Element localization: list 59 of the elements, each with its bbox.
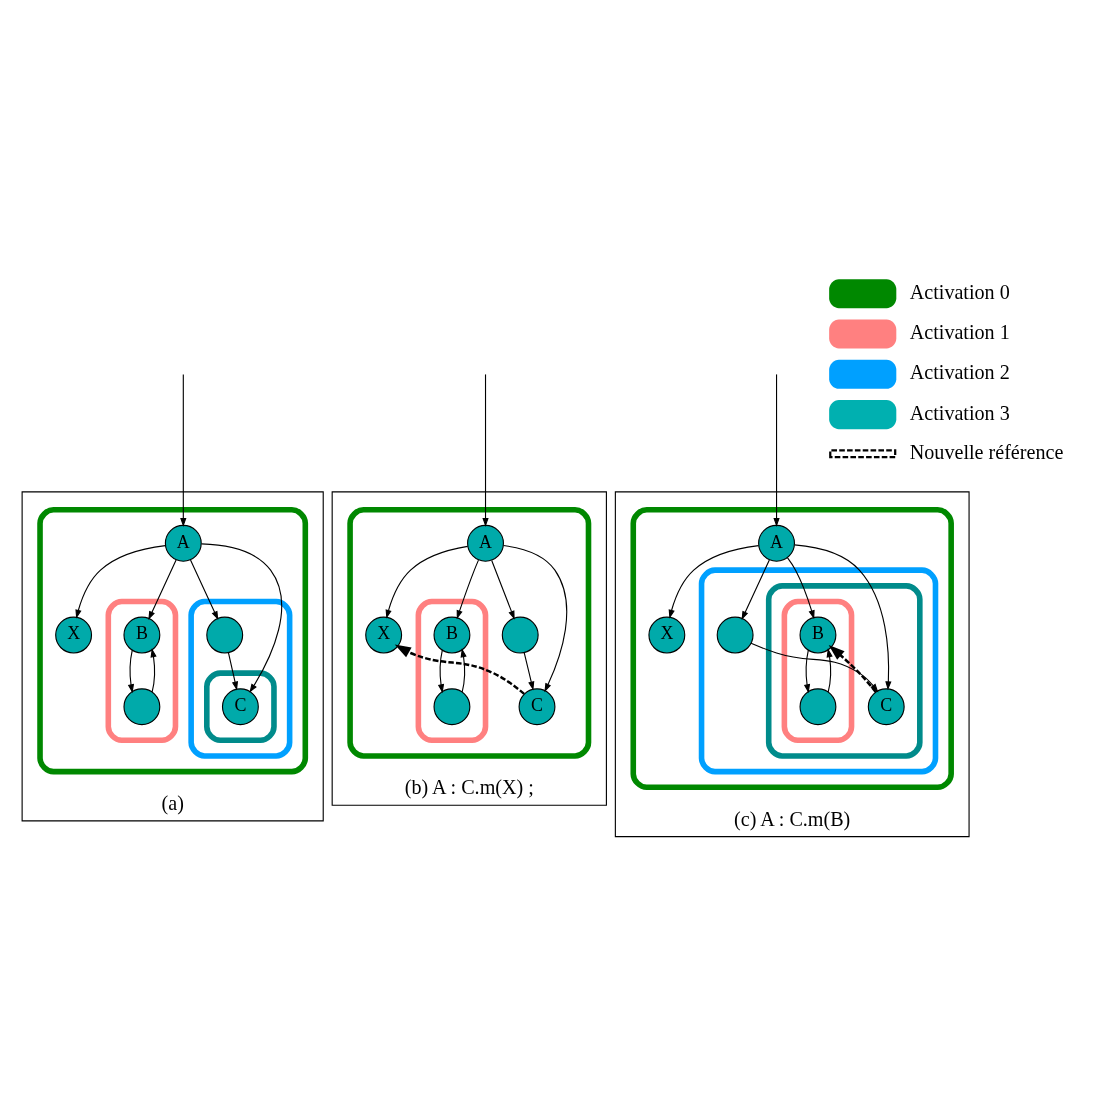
legend-label: Activation 3: [909, 401, 1010, 424]
arrow: [200, 542, 283, 693]
arrow: [794, 543, 892, 690]
cluster: [630, 506, 954, 790]
arrow: [741, 558, 770, 620]
cluster: [188, 598, 293, 759]
cluster: [698, 566, 939, 774]
arrow: [460, 647, 467, 692]
arrow: [385, 545, 469, 619]
cluster: [37, 506, 309, 774]
arrow: [227, 651, 239, 690]
node-circle: X: [55, 616, 93, 654]
arrow: [189, 558, 219, 620]
arrow: [482, 373, 489, 527]
arrow: [150, 647, 157, 692]
arrow: [127, 649, 135, 693]
node-circle: B: [123, 616, 161, 654]
arrow: [750, 642, 879, 692]
cluster: [765, 582, 923, 759]
node-circle: C: [221, 687, 259, 725]
cluster: [347, 506, 592, 759]
arrow: [773, 373, 780, 527]
node-circle: C: [867, 687, 905, 725]
node-circle: X: [365, 616, 403, 654]
node-circle: [123, 687, 161, 725]
arrow: [437, 649, 445, 693]
node-circle: [501, 616, 539, 654]
arrow: [502, 544, 568, 692]
legend-label: Activation 2: [909, 360, 1010, 383]
node-circle: [206, 616, 244, 654]
cluster: [105, 598, 179, 743]
arrow: [826, 647, 833, 692]
arrow: [523, 651, 535, 690]
node-circle: A: [467, 524, 504, 562]
arrow: [803, 649, 811, 693]
arrow: [828, 644, 877, 693]
legend-label: Activation 1: [909, 320, 1010, 343]
arrow: [786, 556, 815, 619]
cluster: [204, 669, 277, 743]
legend-label: Nouvelle référence: [909, 440, 1064, 463]
node-circle: B: [799, 616, 837, 654]
node-circle: [433, 687, 471, 725]
node-circle: A: [758, 524, 795, 562]
arrow: [148, 558, 177, 620]
arrow: [456, 559, 480, 619]
arrow: [491, 559, 515, 620]
node-circle: X: [648, 616, 686, 654]
node-circle: [799, 687, 837, 725]
arrow: [180, 373, 187, 527]
node-circle: A: [164, 524, 202, 562]
node-circle: C: [518, 687, 556, 725]
cluster: [415, 598, 489, 743]
legend-label: Activation 0: [909, 280, 1010, 303]
arrow: [75, 544, 166, 619]
node-circle: [716, 616, 754, 654]
arrow: [668, 544, 760, 619]
arrow: [394, 644, 525, 695]
node-circle: B: [433, 616, 471, 654]
cluster: [781, 598, 855, 743]
